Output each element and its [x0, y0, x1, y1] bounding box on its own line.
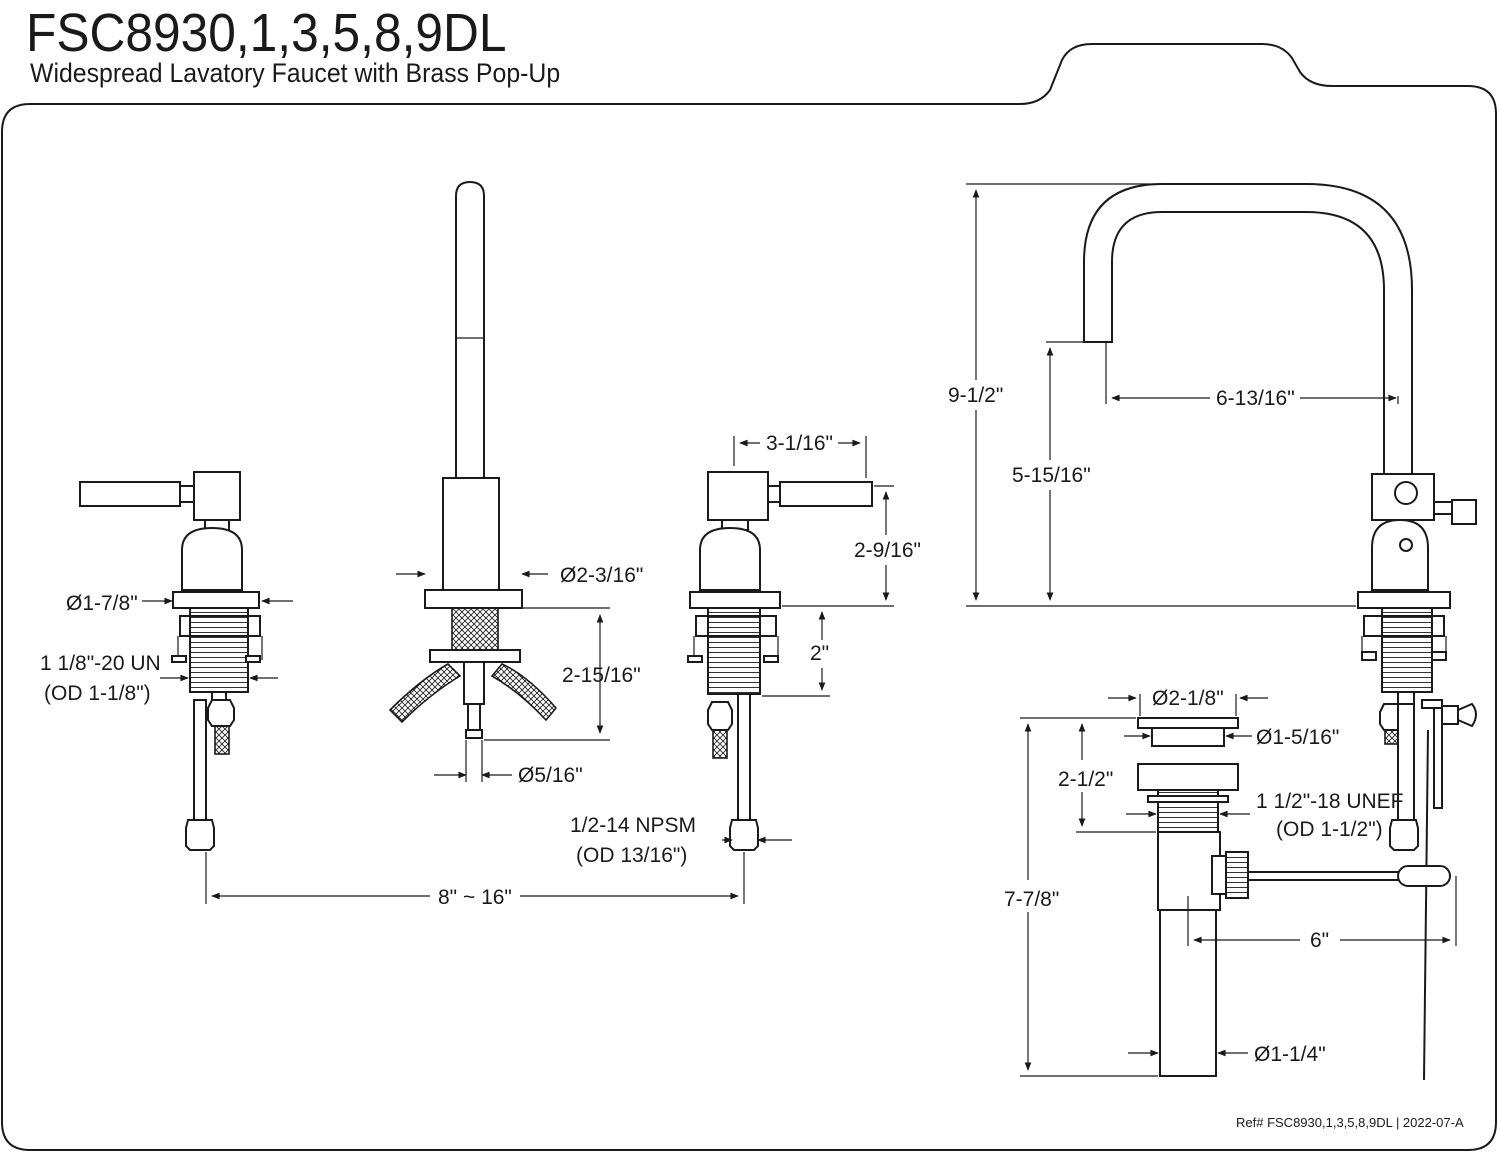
page-subtitle: Widespread Lavatory Faucet with Brass Po… [30, 58, 561, 88]
right-handle-dimensions: 3-1/16" 2-9/16" 2" 1/2-14 NPSM (OD 13/16… [205, 432, 921, 909]
label-spout-tube-diameter: Ø5/16" [518, 764, 583, 787]
label-handle-shank: 2" [810, 642, 829, 665]
left-handle-dimensions: Ø1-7/8" 1 1/8"-20 UN (OD 1-1/8") [40, 592, 293, 705]
center-spout-dimensions: Ø2-3/16" 2-15/16" Ø5/16" [396, 564, 643, 787]
side-profile-dimensions: 9-1/2" 5-15/16" 6-13/16" [948, 183, 1399, 607]
label-spout-base-diameter: Ø2-3/16" [560, 564, 643, 587]
reference-number: Ref# FSC8930,1,3,5,8,9DL | 2022-07-A [1236, 1115, 1464, 1130]
left-handle-valve [79, 471, 263, 851]
label-handle-thread-1: 1 1/8"-20 UN [40, 652, 161, 675]
label-spout-clearance: 5-15/16" [1012, 464, 1091, 487]
label-handle-reach: 3-1/16" [766, 432, 833, 455]
label-overall-height: 9-1/2" [948, 384, 1003, 407]
popup-drain [1137, 717, 1451, 1077]
center-spout [388, 180, 558, 739]
label-spout-shank-length: 2-15/16" [562, 664, 641, 687]
page-title: FSC8930,1,3,5,8,9DL [26, 3, 507, 63]
label-drain-flange-diameter: Ø2-1/8" [1152, 687, 1224, 710]
label-drain-total-length: 7-7/8" [1004, 888, 1059, 911]
label-supply-thread-1: 1/2-14 NPSM [570, 814, 696, 837]
label-handle-base-diameter: Ø1-7/8" [66, 592, 138, 615]
label-handle-thread-2: (OD 1-1/8") [44, 682, 151, 705]
right-handle-valve [687, 471, 873, 851]
label-spout-reach: 6-13/16" [1216, 387, 1295, 410]
label-drain-body-diameter: Ø1-5/16" [1256, 726, 1339, 749]
label-supply-thread-2: (OD 13/16") [576, 844, 687, 867]
label-handle-height: 2-9/16" [854, 539, 921, 562]
label-drain-thread-2: (OD 1-1/2") [1276, 818, 1383, 841]
label-drain-top-length: 2-1/2" [1058, 768, 1113, 791]
label-tailpiece-diameter: Ø1-1/4" [1254, 1043, 1326, 1066]
label-spread: 8" ~ 16" [438, 886, 512, 909]
frame-border [1, 43, 1497, 1151]
popup-drain-dimensions: Ø2-1/8" Ø1-5/16" 2-1/2" 1 1/2"-18 UNEF (… [1004, 687, 1457, 1077]
label-lift-rod-length: 6" [1310, 929, 1329, 952]
side-profile-faucet [1083, 183, 1477, 1081]
label-drain-thread-1: 1 1/2"-18 UNEF [1256, 790, 1404, 813]
